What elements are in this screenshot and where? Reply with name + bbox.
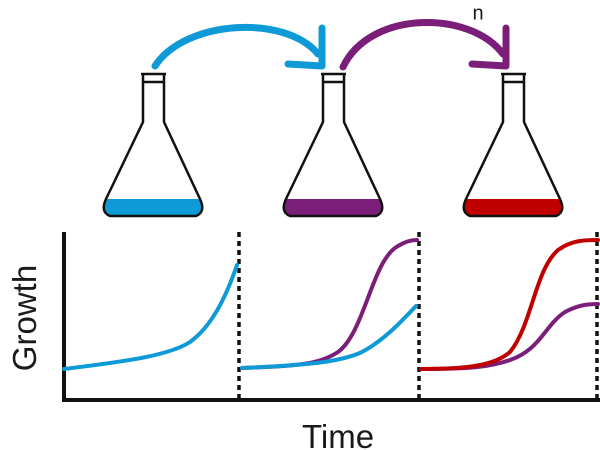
panel-3-curve-stage-3	[419, 238, 600, 371]
arrowhead-2	[468, 24, 510, 70]
panel-1-curve-stage-1	[62, 263, 239, 371]
flask-1	[102, 72, 204, 218]
transfer-arrow-2	[339, 18, 507, 71]
liquid-stage-3	[463, 199, 563, 216]
liquid-stage-1	[103, 199, 203, 216]
transfer-arrows	[151, 18, 510, 71]
x-axis-label: Time	[301, 418, 375, 450]
repeat-count-label: n	[472, 2, 484, 25]
flask-1-outline	[102, 72, 204, 218]
growth-curves	[62, 238, 600, 371]
panel-2-curve-stage-2	[240, 238, 419, 370]
flask-2-outline	[282, 72, 384, 218]
growth-axes	[62, 232, 600, 402]
flask-3	[462, 72, 564, 218]
panel-3-curve-stage-2	[419, 302, 600, 371]
transfer-arrow-1	[151, 23, 322, 70]
flasks	[102, 72, 564, 218]
flask-3-outline	[462, 72, 564, 218]
liquid-stage-2	[283, 199, 383, 216]
flask-2	[282, 72, 384, 218]
y-axis-label: Growth	[6, 264, 43, 372]
panel-2-curve-stage-1	[240, 304, 418, 370]
arrowhead-1	[284, 24, 326, 70]
